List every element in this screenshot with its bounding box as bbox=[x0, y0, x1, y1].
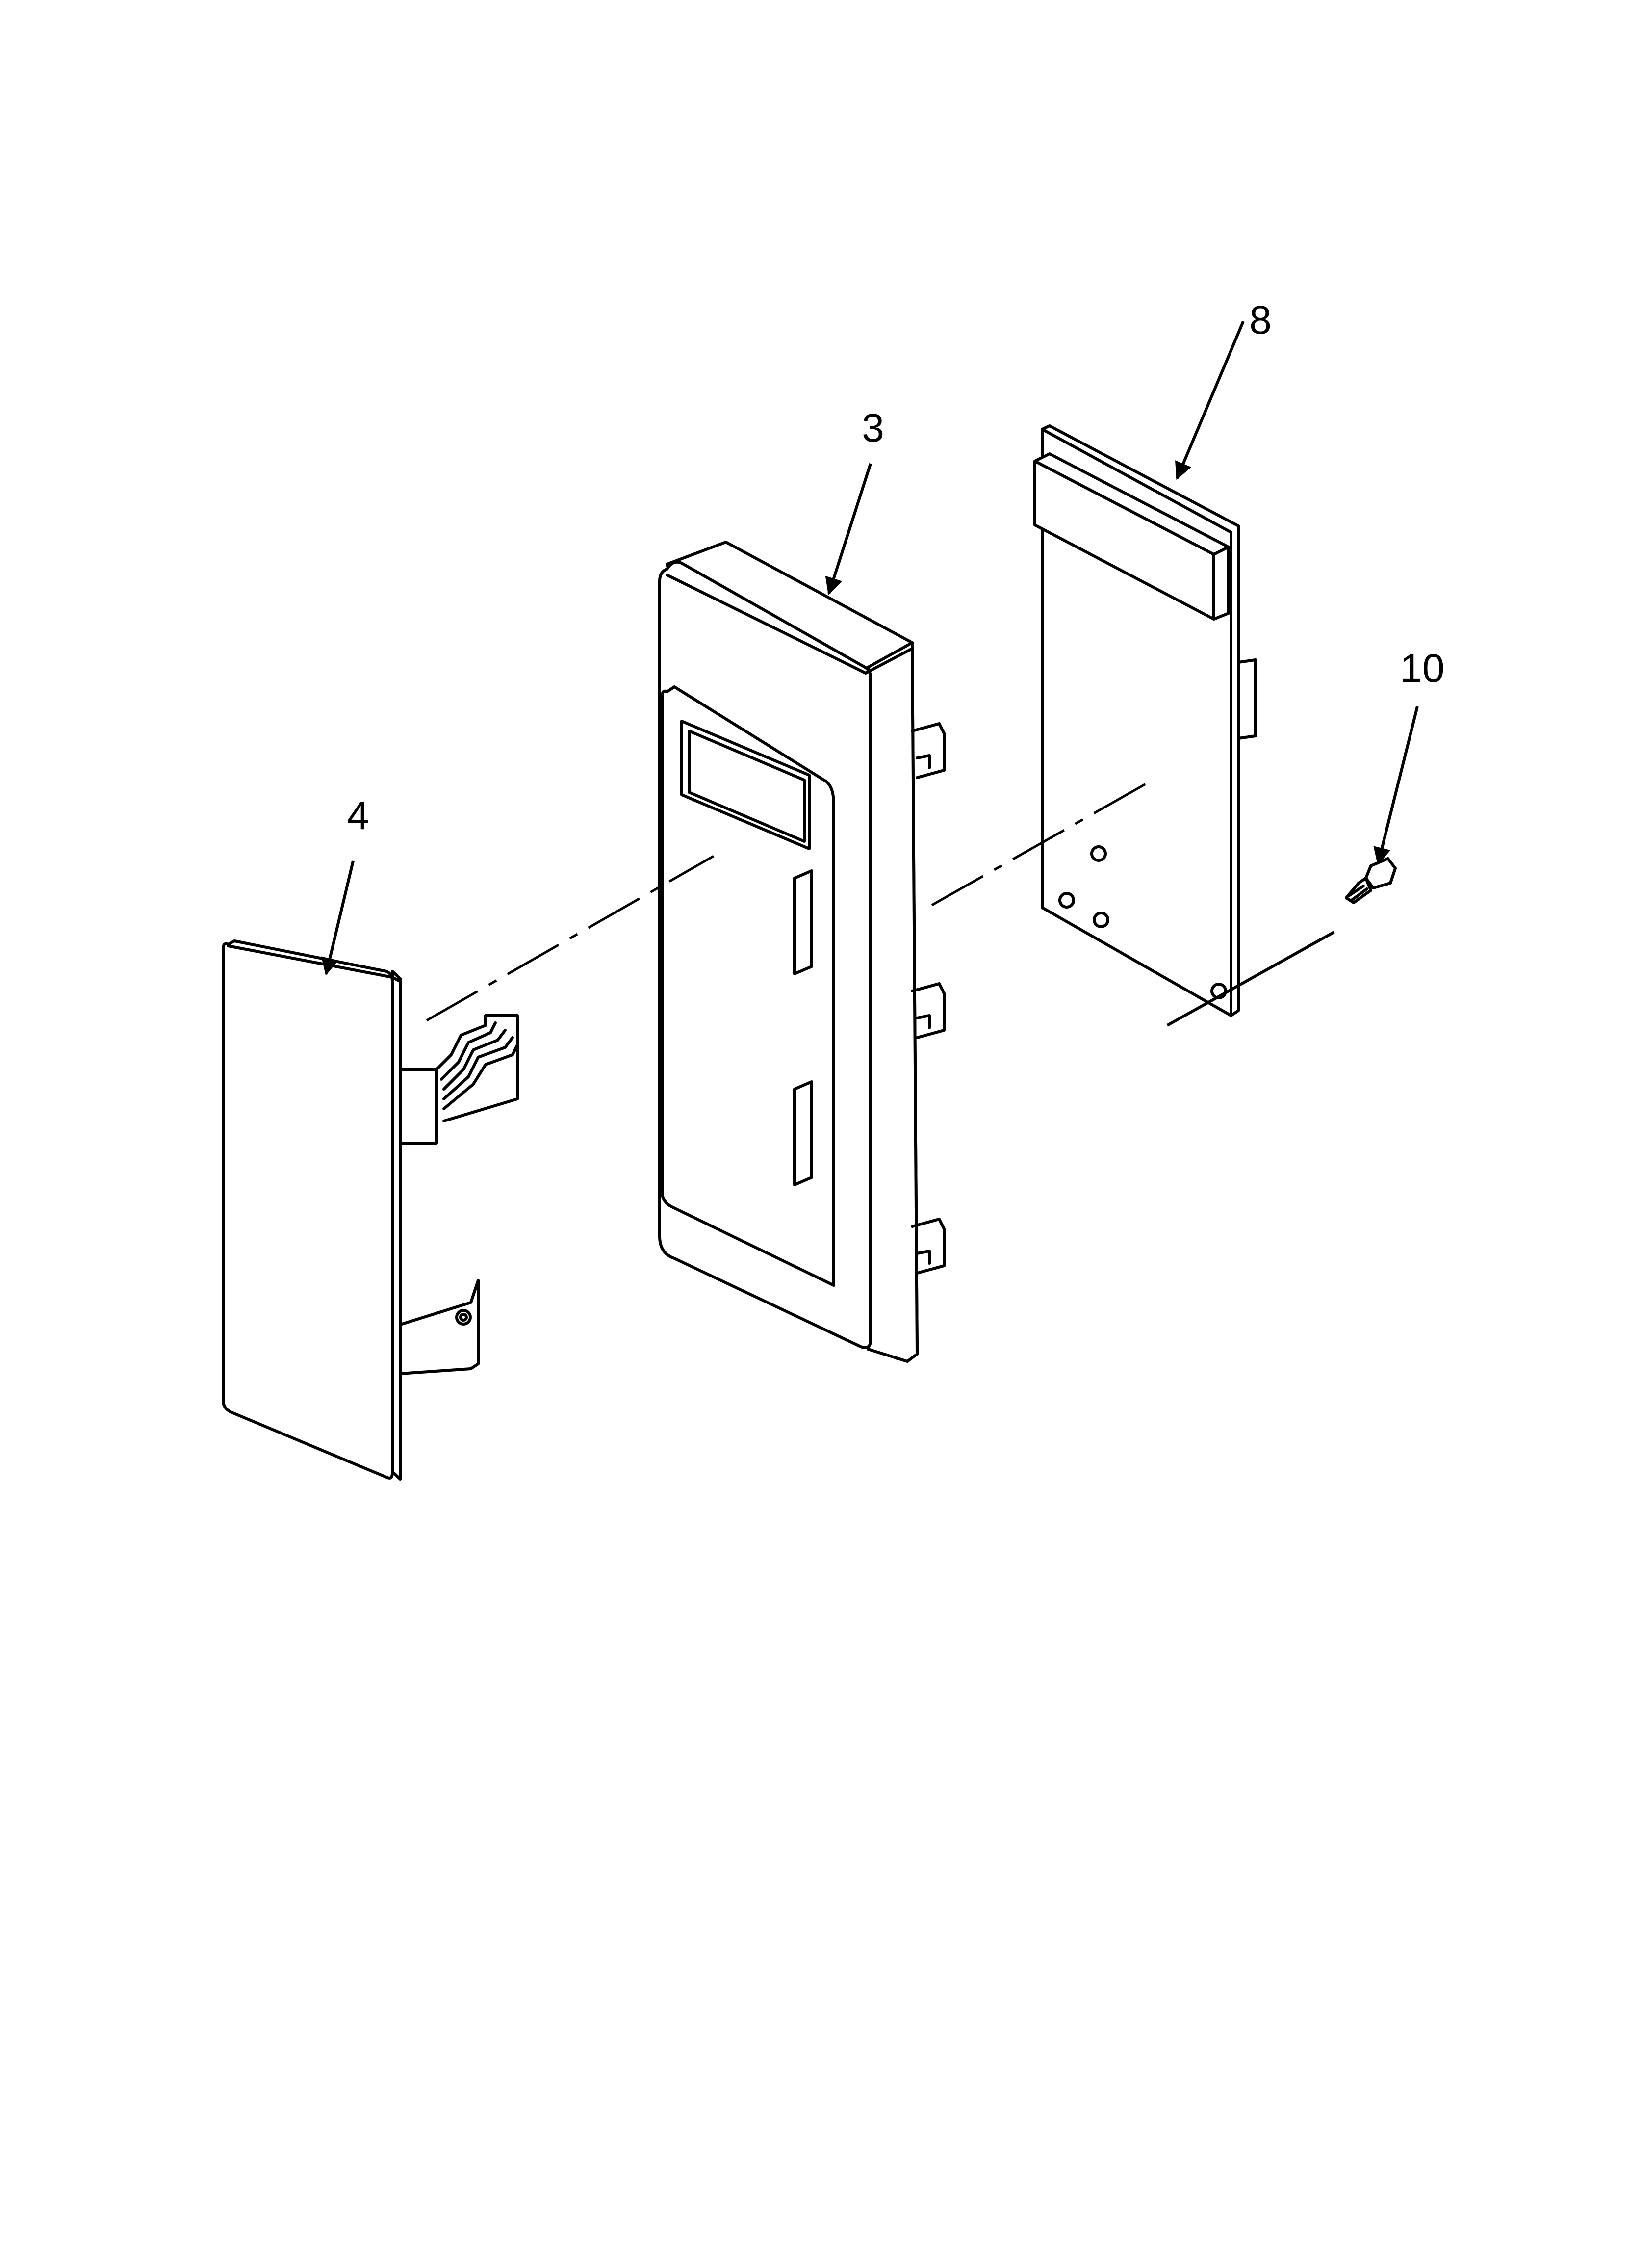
display-module bbox=[1033, 452, 1230, 621]
mounting-hole bbox=[1058, 892, 1075, 909]
side-connector bbox=[1237, 658, 1257, 740]
part-10-screw[interactable] bbox=[1345, 857, 1397, 904]
part-8-control-board[interactable] bbox=[1033, 424, 1257, 1017]
leader-8 bbox=[1175, 320, 1245, 480]
slot-upper bbox=[793, 869, 813, 975]
mounting-hole bbox=[1093, 912, 1109, 928]
callout-4: 4 bbox=[347, 793, 369, 838]
part-4-keypad[interactable] bbox=[222, 939, 519, 1481]
mounting-bracket bbox=[399, 1279, 480, 1375]
alignment-line bbox=[426, 855, 715, 1022]
mounting-hole bbox=[1090, 845, 1107, 862]
leader-10 bbox=[1373, 706, 1419, 865]
ribbon-cable bbox=[399, 1014, 519, 1145]
callout-8: 8 bbox=[1249, 298, 1272, 342]
alignment-line bbox=[931, 779, 1154, 907]
leader-4 bbox=[321, 860, 355, 976]
callout-3: 3 bbox=[862, 406, 884, 450]
display-window bbox=[680, 720, 811, 850]
side-tabs bbox=[911, 722, 946, 1275]
slot-lower bbox=[793, 1080, 813, 1186]
alignment-line bbox=[1166, 931, 1335, 1027]
leader-3 bbox=[825, 463, 872, 596]
part-3-control-panel[interactable] bbox=[658, 541, 946, 1363]
callout-10: 10 bbox=[1400, 646, 1444, 691]
